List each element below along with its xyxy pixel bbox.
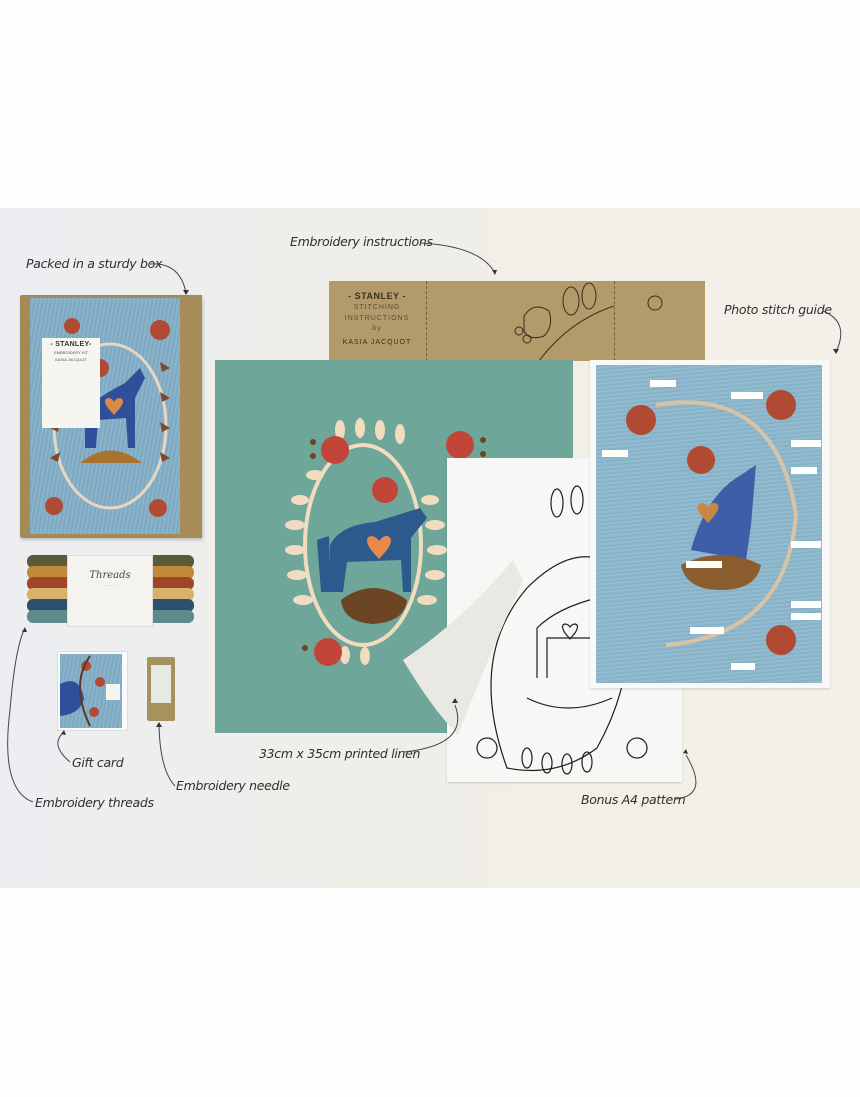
thread-label: Threads: [89, 570, 131, 581]
stitch-tag: [791, 467, 817, 474]
callout-box: Packed in a sturdy box: [26, 256, 163, 271]
instructions-cover: - STANLEY - STITCHING INSTRUCTIONS by KA…: [329, 281, 425, 361]
embroidery-needle-pack: [147, 657, 175, 721]
stitch-tag: [602, 450, 628, 457]
stitch-tag: [731, 663, 755, 670]
callout-threads: Embroidery threads: [35, 795, 154, 810]
instructions-by: by: [372, 325, 382, 332]
stitch-tag: [791, 613, 821, 620]
stitch-tag: [650, 380, 676, 387]
logo-icon: [647, 295, 663, 311]
embroidery-art-icon: [60, 655, 120, 727]
box-author: KASIA JACQUOT: [55, 357, 87, 362]
embroidery-art-icon: [626, 390, 799, 655]
stitch-tag: [791, 541, 821, 548]
gift-card: [57, 651, 128, 731]
instructions-subtitle: STITCHING: [353, 304, 401, 311]
box-subtitle: EMBROIDERY KIT: [53, 350, 89, 355]
wrapper-fineprint: · · · · · ·: [104, 584, 116, 588]
callout-gift-card: Gift card: [72, 755, 124, 770]
stitch-tag: [686, 561, 722, 568]
flower-outline-icon: [514, 282, 614, 361]
horse-motif-icon: [285, 418, 486, 666]
instructions-title: - STANLEY -: [348, 291, 406, 301]
stitch-guide-photo: [596, 365, 822, 683]
fold-line: [426, 281, 427, 361]
instructions-author: KASIA JACQUOT: [342, 339, 412, 346]
fold-line: [614, 281, 615, 361]
needle-label: [151, 665, 171, 703]
callout-needle: Embroidery needle: [176, 778, 290, 793]
stitch-tag: [791, 601, 821, 608]
thread-wrapper: Threads · · · · · ·: [67, 555, 153, 627]
stitch-tag: [690, 627, 724, 634]
box-band: [180, 295, 202, 538]
kit-box: - STANLEY- EMBROIDERY KIT KASIA JACQUOT: [20, 295, 202, 538]
box-label: - STANLEY- EMBROIDERY KIT KASIA JACQUOT: [42, 338, 100, 428]
gift-card-art: [60, 654, 122, 728]
embroidery-threads: Threads · · · · · ·: [27, 553, 194, 629]
embroidery-instructions: - STANLEY - STITCHING INSTRUCTIONS by KA…: [329, 281, 705, 361]
callout-instructions: Embroidery instructions: [290, 234, 433, 249]
callout-pattern: Bonus A4 pattern: [581, 792, 686, 807]
callout-linen: 33cm x 35cm printed linen: [259, 746, 421, 761]
callout-stitch-guide: Photo stitch guide: [724, 302, 832, 317]
linen-fold: [403, 560, 523, 735]
stitch-tag: [731, 392, 763, 399]
photo-stitch-guide: [590, 360, 830, 688]
box-title: - STANLEY-: [50, 341, 92, 348]
stitch-tag: [791, 440, 821, 447]
box-embroidery-art: - STANLEY- EMBROIDERY KIT KASIA JACQUOT: [30, 298, 182, 534]
instructions-subtitle: INSTRUCTIONS: [344, 315, 410, 322]
